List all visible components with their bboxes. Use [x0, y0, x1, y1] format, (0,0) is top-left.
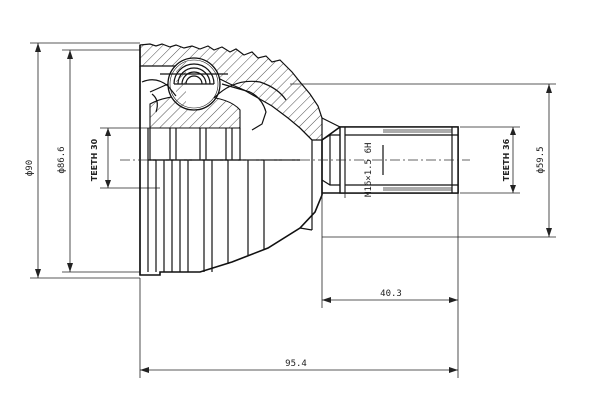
outer-diameter-dimension: ф90 — [25, 42, 140, 279]
inner-teeth-dimension: TEETH 30 — [90, 127, 160, 189]
thread-class-label: 6H — [364, 143, 374, 154]
cage — [141, 79, 287, 131]
shaft-length-label: 40.3 — [380, 289, 402, 299]
inner-teeth-label: TEETH 30 — [90, 138, 99, 181]
shaft-length-dimension: 40.3 — [321, 193, 459, 308]
shaft-diameter-label: ф59.5 — [536, 146, 546, 173]
thread-dimension: M16×1.5 6H — [344, 140, 374, 198]
total-length-label: 95.4 — [285, 359, 307, 369]
outer-diameter-label: ф90 — [25, 160, 35, 176]
ball-element — [149, 57, 251, 111]
shaft-diameter-dimension: ф59.5 — [290, 83, 556, 238]
bell-diameter-label: ф86.6 — [57, 146, 67, 173]
total-length-dimension: 95.4 — [139, 278, 459, 378]
inner-race — [149, 95, 241, 161]
outer-teeth-label: TEETH 36 — [502, 138, 511, 181]
housing-rings — [147, 128, 300, 272]
thread-size-label: M16×1.5 — [364, 159, 374, 197]
bell-diameter-dimension: ф86.6 — [57, 49, 140, 273]
outer-teeth-dimension: TEETH 36 — [460, 126, 520, 194]
